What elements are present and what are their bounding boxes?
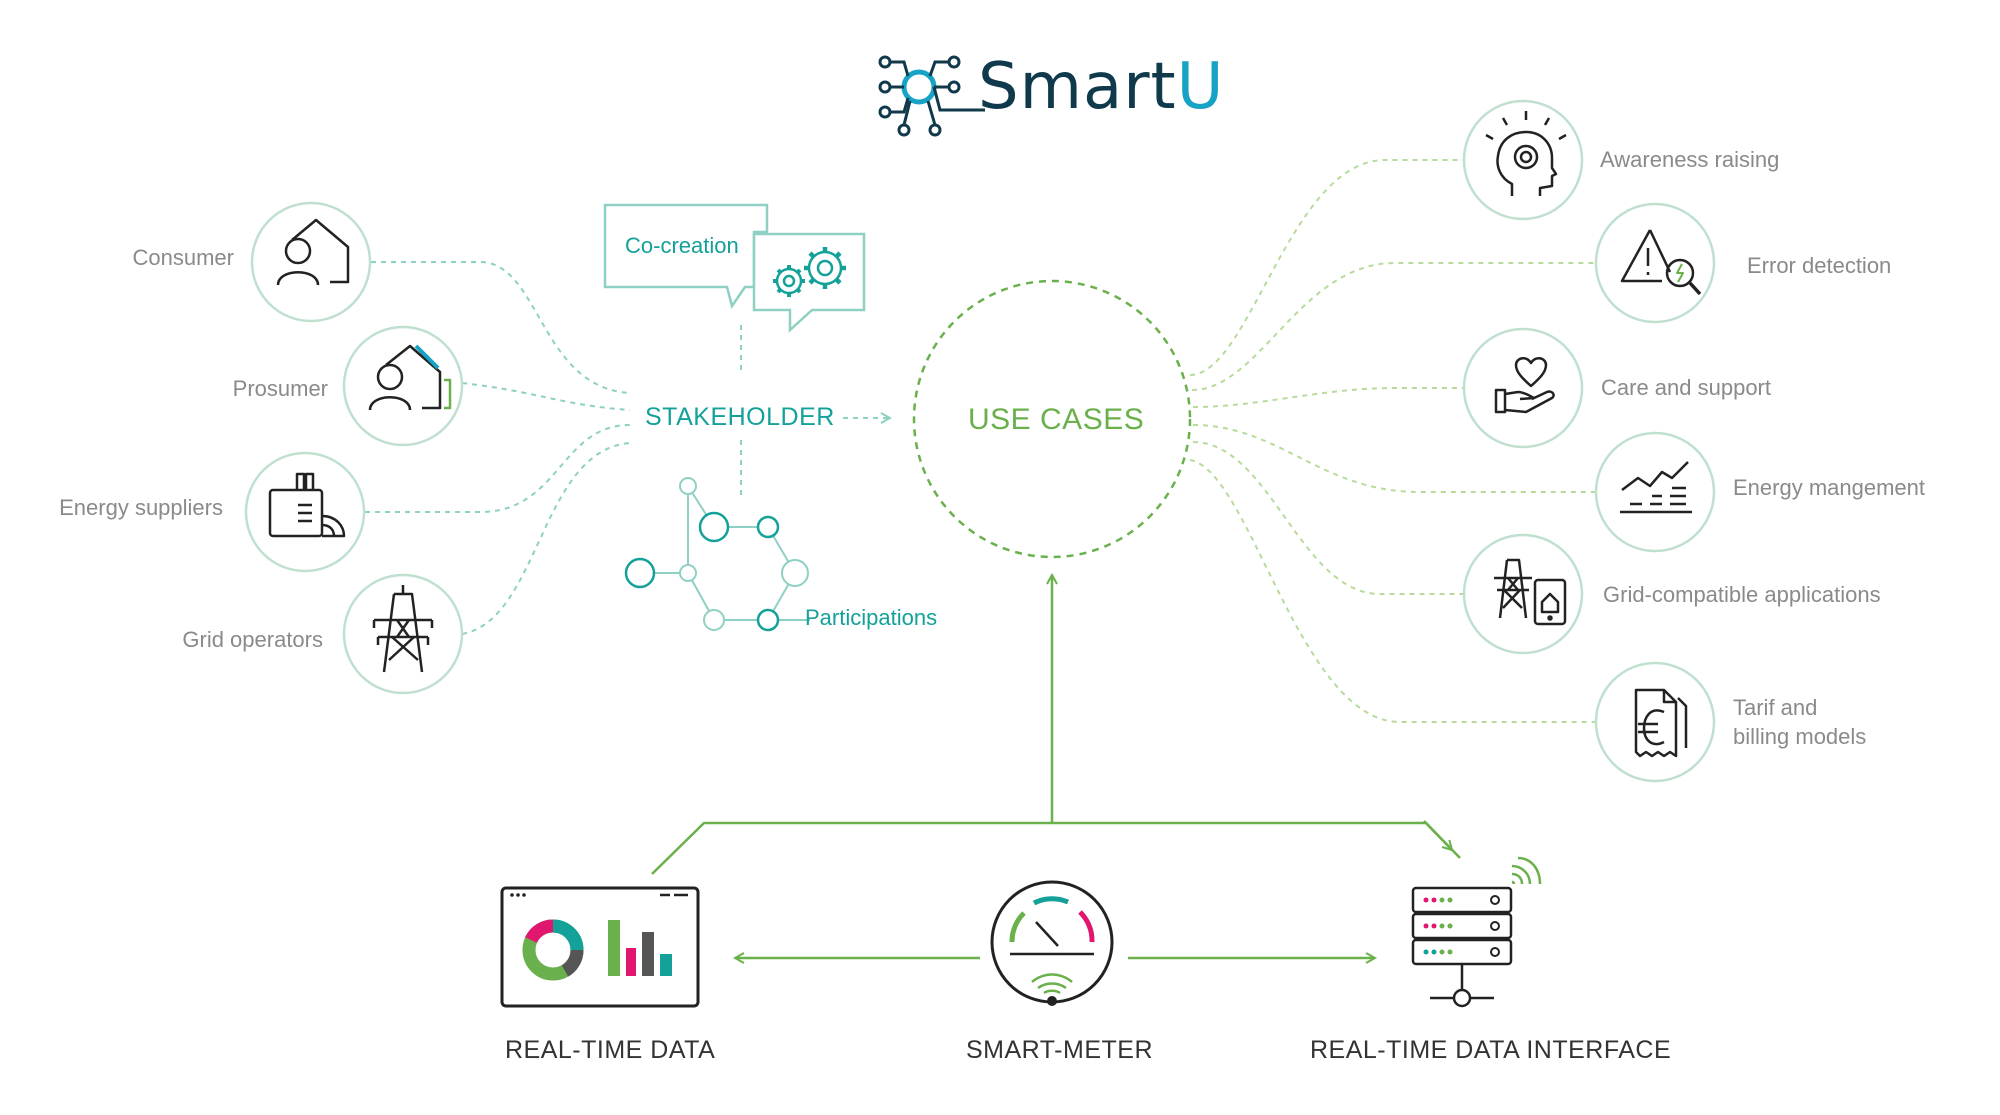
logo-text-main: Smart [978, 50, 1177, 124]
logo-network-icon [878, 55, 985, 137]
cocreation-label: Co-creation [625, 233, 739, 258]
warning-magnifier-icon [1620, 229, 1702, 296]
usecase-tarif-billing-line2: billing models [1733, 724, 1867, 749]
usecase-energy-management-label: Energy mangement [1733, 475, 1925, 500]
power-plant-icon [268, 472, 346, 538]
stakeholder-grid-operators-label: Grid operators [182, 627, 323, 652]
usecase-error-detection-label: Error detection [1747, 253, 1892, 278]
realtime-interface-label: REAL-TIME DATA INTERFACE [1310, 1036, 1672, 1064]
smart-meter-icon [990, 880, 1114, 1006]
stakeholder-prosumer-label: Prosumer [232, 376, 328, 401]
stakeholder-consumer-label: Consumer [132, 245, 234, 270]
smart-meter-label: SMART-METER [966, 1036, 1153, 1064]
prosumer-circle [342, 325, 464, 447]
use-cases-circle [912, 279, 1192, 559]
trend-chart-icon [1620, 461, 1692, 514]
use-cases-label: USE CASES [968, 403, 1145, 436]
realtime-data-monitor-icon [500, 886, 700, 1008]
cocreation-bubbles [603, 203, 866, 333]
usecase-care-support-label: Care and support [1601, 375, 1771, 400]
energy-management-circle [1594, 431, 1716, 553]
gears-icon [773, 247, 846, 297]
head-idea-icon [1485, 111, 1567, 196]
euro-receipt-icon [1634, 688, 1688, 758]
logo-wordmark: SmartU [978, 50, 1224, 124]
usecase-tarif-billing-line1: Tarif and [1733, 695, 1818, 720]
consumer-house-icon [276, 218, 350, 286]
usecase-tarif-billing-label: Tarif and billing models [1733, 693, 1866, 751]
grid-operators-circle [342, 573, 464, 695]
server-interface-icon [1411, 856, 1542, 1008]
usecase-connectors [1189, 159, 1595, 723]
awareness-circle [1462, 99, 1584, 221]
consumer-circle [250, 201, 372, 323]
participations-label: Participations [805, 605, 938, 630]
tower-smartphone-icon [1494, 558, 1567, 626]
heart-hand-icon [1494, 357, 1555, 414]
grid-compatible-circle [1462, 533, 1584, 655]
usecase-awareness-label: Awareness raising [1600, 147, 1780, 172]
energy-suppliers-circle [244, 451, 366, 573]
tarif-billing-circle [1594, 661, 1716, 783]
transmission-tower-icon [372, 585, 434, 673]
stakeholder-energy-suppliers-label: Energy suppliers [59, 495, 223, 520]
stakeholder-label: STAKEHOLDER [645, 403, 835, 431]
stakeholder-connectors [365, 261, 890, 635]
realtime-data-label: REAL-TIME DATA [505, 1036, 716, 1064]
error-detection-circle [1594, 202, 1716, 324]
care-support-circle [1462, 327, 1584, 449]
bottom-connectors [651, 575, 1461, 958]
usecase-grid-compatible-label: Grid-compatible applications [1603, 582, 1881, 607]
prosumer-house-solar-icon [368, 344, 452, 411]
participations-network-icon [624, 477, 810, 632]
logo-text-accent: U [1176, 50, 1225, 124]
